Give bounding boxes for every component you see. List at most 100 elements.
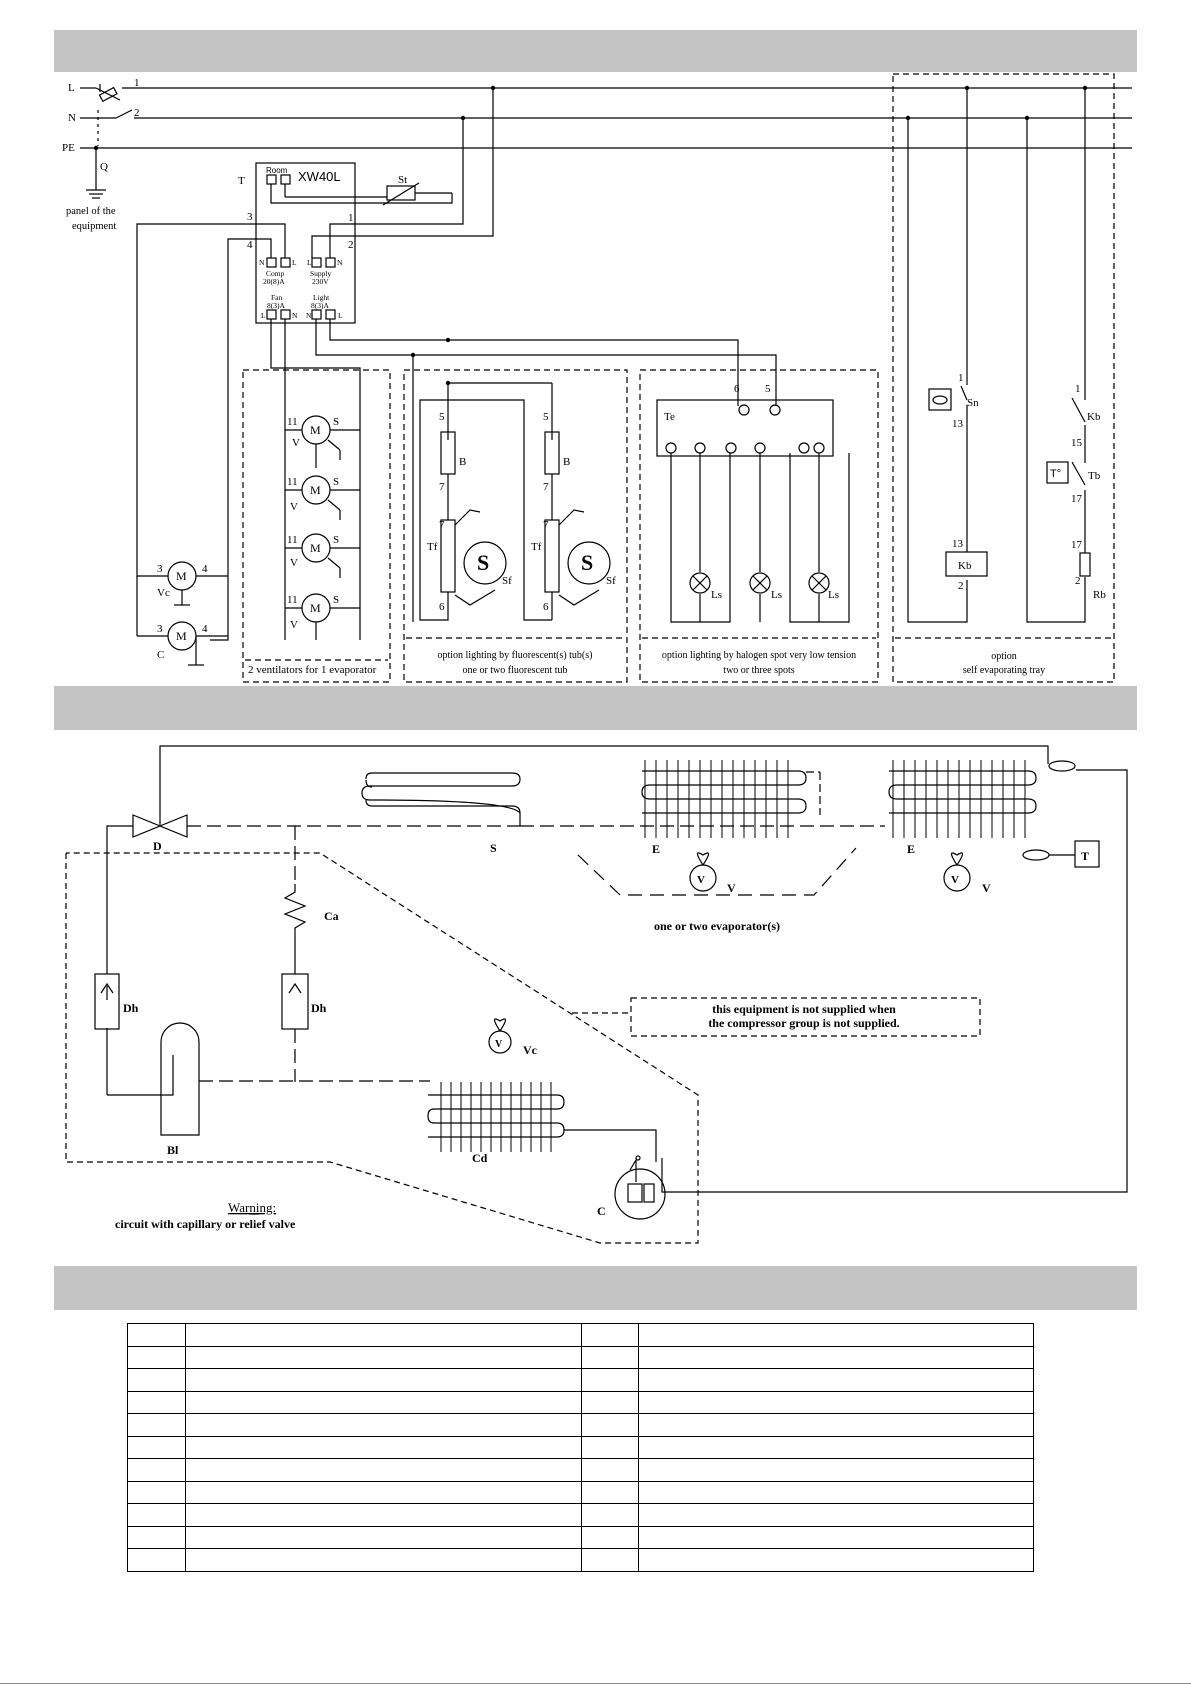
legend-cell (127, 1435, 186, 1459)
legend-cell (638, 1435, 1034, 1459)
fluo-b-1: B (459, 456, 466, 468)
label-c: C (157, 649, 164, 661)
legend-cell (581, 1390, 640, 1414)
header-band-electrical (54, 30, 1137, 72)
legend-cell (127, 1413, 186, 1437)
label-l-light: L (338, 311, 343, 320)
label-st: St (398, 174, 407, 186)
legend-cell (638, 1525, 1034, 1549)
legend-cell (127, 1525, 186, 1549)
warning-text: circuit with capillary or relief valve (115, 1217, 296, 1231)
fluo-caption-1: option lighting by fluorescent(s) tub(s) (438, 650, 593, 661)
label-l: L (68, 82, 75, 94)
legend-row (127, 1480, 1034, 1504)
legend-cell (638, 1390, 1034, 1414)
legend-cell (184, 1323, 583, 1347)
note-line-1: this equipment is not supplied when (712, 1002, 896, 1016)
refr-v-fan2: V (951, 874, 959, 886)
fan-m-4: M (310, 601, 321, 615)
tray-2b: 2 (1075, 575, 1081, 587)
legend-cell (127, 1458, 186, 1482)
comp-3-1: 3 (157, 563, 163, 575)
legend-row (127, 1368, 1034, 1392)
label-comp-rating: 20(8)A (263, 277, 285, 286)
note-line-2: the compressor group is not supplied. (708, 1016, 899, 1030)
refr-c: C (597, 1204, 606, 1218)
halo-caption-1: option lighting by halogen spot very low… (662, 650, 856, 661)
halo-caption-2: two or three spots (723, 665, 794, 676)
refr-v-condfan: V (495, 1039, 503, 1050)
label-fan: Fan (271, 293, 283, 302)
refr-t: T (1081, 849, 1089, 863)
refr-ca: Ca (324, 909, 339, 923)
fluo-s-2: S (581, 550, 593, 575)
fan-s-3: S (333, 534, 339, 546)
fan-v-4: V (290, 619, 298, 631)
legend-cell (127, 1503, 186, 1527)
fan-v-3: V (290, 557, 298, 569)
tray-15: 15 (1071, 437, 1083, 449)
fluo-5-2: 5 (543, 411, 549, 423)
refrigeration-circuit (65, 745, 1128, 1244)
tray-17b: 17 (1071, 539, 1083, 551)
label-l-fan: L (261, 311, 266, 320)
label-comp: Comp (266, 269, 285, 278)
legend-cell (127, 1323, 186, 1347)
refr-v-fan1: V (697, 874, 705, 886)
tray-rb: Rb (1093, 589, 1106, 601)
legend-cell (127, 1548, 186, 1572)
tray-t-deg: T° (1050, 468, 1061, 480)
halo-ls-3: Ls (828, 589, 839, 601)
fan-m-3: M (310, 541, 321, 555)
label-l-supply: L (307, 258, 312, 267)
legend-table (127, 1323, 1034, 1572)
legend-row (127, 1323, 1034, 1347)
fan-11-3: 11 (287, 534, 298, 546)
tray-caption-2: self evaporating tray (963, 665, 1045, 676)
header-band-refrigeration (54, 686, 1137, 730)
label-n-comp: N (259, 258, 265, 267)
legend-cell (638, 1458, 1034, 1482)
fluorescent-option (403, 355, 628, 683)
legend-row (127, 1435, 1034, 1459)
tray-kb: Kb (1087, 411, 1101, 423)
comp-4-2: 4 (202, 623, 208, 635)
fluo-7a-2: 7 (543, 481, 549, 493)
fluo-caption-2: one or two fluorescent tub (463, 665, 568, 676)
legend-cell (581, 1413, 640, 1437)
label-fan-rating: 8(3)A (267, 301, 285, 310)
label-supply: Supply (310, 269, 332, 278)
refr-v-1: V (727, 881, 736, 895)
halo-ls-2: Ls (771, 589, 782, 601)
fan-11-2: 11 (287, 476, 298, 488)
fluo-7a-1: 7 (439, 481, 445, 493)
warning-title: Warning: (228, 1200, 276, 1215)
legend-cell (184, 1345, 583, 1369)
legend-row (127, 1390, 1034, 1414)
header-band-legend (54, 1266, 1137, 1310)
label-n-fan: N (292, 311, 298, 320)
label-t2: 2 (348, 239, 354, 251)
halo-5: 5 (765, 383, 771, 395)
legend-cell (184, 1548, 583, 1572)
label-pe: PE (62, 142, 75, 154)
legend-row (127, 1548, 1034, 1572)
refr-v-2: V (982, 881, 991, 895)
legend-row (127, 1458, 1034, 1482)
legend-row (127, 1413, 1034, 1437)
label-supply-voltage: 230V (312, 277, 329, 286)
legend-cell (184, 1525, 583, 1549)
label-n: N (68, 112, 76, 124)
fluo-5-1: 5 (439, 411, 445, 423)
refr-s: S (490, 841, 497, 855)
evap-caption: one or two evaporator(s) (654, 919, 780, 933)
legend-cell (638, 1368, 1034, 1392)
label-line-2: 2 (134, 107, 140, 119)
label-light-rating: 8(3)A (311, 301, 329, 310)
panel-label-line1: panel of the (66, 206, 116, 217)
legend-cell (638, 1345, 1034, 1369)
fluo-b-2: B (563, 456, 570, 468)
tray-kb-coil: Kb (958, 560, 972, 572)
tray-13b: 13 (952, 538, 964, 550)
legend-cell (127, 1480, 186, 1504)
